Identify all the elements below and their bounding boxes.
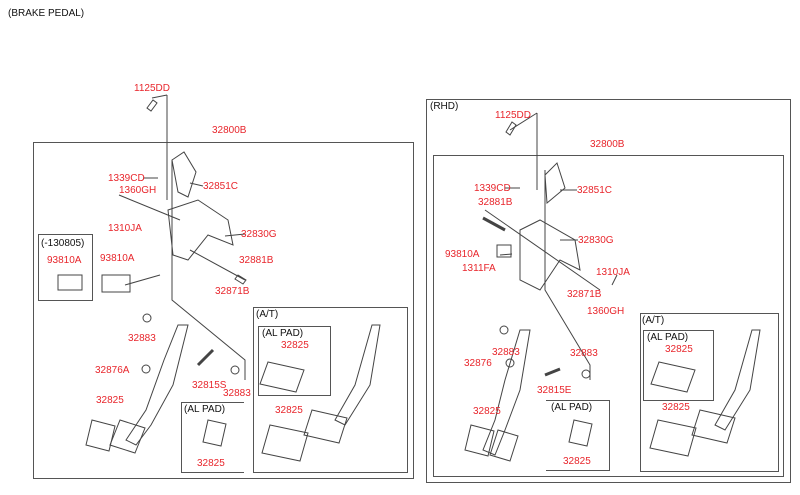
rhd-label-32830g: 32830G bbox=[578, 235, 614, 246]
right-assembly-box bbox=[433, 155, 784, 477]
pedal-arm-left bbox=[125, 324, 189, 446]
label-1360gh: 1360GH bbox=[119, 185, 157, 196]
pedal-pad-left bbox=[85, 419, 116, 452]
at-label: (A/T) bbox=[256, 309, 279, 320]
label-32825-al: 32825 bbox=[197, 458, 225, 469]
spring-left bbox=[196, 348, 215, 367]
at-al-pad-right bbox=[650, 361, 696, 393]
bushing-left-2 bbox=[230, 365, 240, 375]
rhd-label-1360gh: 1360GH bbox=[587, 306, 625, 317]
label-32883-a: 32883 bbox=[128, 333, 156, 344]
diagram-title: (BRAKE PEDAL) bbox=[8, 8, 85, 19]
at-pad-right bbox=[649, 419, 697, 457]
bolt-1125dd-left bbox=[146, 99, 158, 112]
spring-right bbox=[544, 367, 561, 377]
rhd-label-32876: 32876 bbox=[464, 358, 492, 369]
pedal-foot-left bbox=[109, 419, 146, 454]
variant-label: (-130805) bbox=[41, 238, 85, 249]
rhd-label-93810a: 93810A bbox=[445, 249, 480, 260]
at-al-pad-label: (AL PAD) bbox=[262, 328, 304, 339]
bushing-right-2 bbox=[581, 369, 591, 379]
rhd-label-32825-al: 32825 bbox=[563, 456, 591, 467]
left-at-box bbox=[253, 307, 408, 473]
left-variant-box bbox=[38, 234, 93, 301]
pedal-pad-right bbox=[464, 424, 495, 457]
label-32883-b: 32883 bbox=[223, 388, 251, 399]
pedal-foot-right bbox=[489, 429, 519, 462]
rhd-label-1339cd: 1339CD bbox=[474, 183, 511, 194]
left-al-pad-box bbox=[181, 402, 244, 473]
leader-lines-right bbox=[484, 112, 618, 380]
at-al-pad-left bbox=[259, 361, 305, 393]
label-32825: 32825 bbox=[96, 395, 124, 406]
rhd-al-pad-label: (AL PAD) bbox=[551, 402, 593, 413]
right-al-pad-box bbox=[546, 400, 610, 471]
label-32871b: 32871B bbox=[215, 286, 250, 297]
rhd-label-32883-a: 32883 bbox=[492, 347, 520, 358]
stopper-right bbox=[505, 358, 515, 368]
pin-right bbox=[482, 216, 506, 232]
bushing-right-1 bbox=[499, 325, 509, 335]
stopper-left bbox=[141, 364, 151, 374]
label-32825-at: 32825 bbox=[275, 405, 303, 416]
right-at-al-pad-box bbox=[643, 330, 714, 401]
at-pedal-left bbox=[303, 324, 381, 444]
rhd-label-32825: 32825 bbox=[473, 406, 501, 417]
left-assembly-box bbox=[33, 142, 414, 479]
rhd-label-32800b: 32800B bbox=[590, 139, 625, 150]
rhd-at-label: (A/T) bbox=[642, 315, 665, 326]
label-32851c: 32851C bbox=[203, 181, 239, 192]
label-1125dd: 1125DD bbox=[134, 83, 170, 94]
label-93810a-variant: 93810A bbox=[47, 255, 82, 266]
stop-switch-right bbox=[496, 244, 512, 258]
label-93810a: 93810A bbox=[100, 253, 135, 264]
al-pad-left bbox=[202, 419, 227, 447]
al-pad-label: (AL PAD) bbox=[184, 404, 226, 415]
label-32800b: 32800B bbox=[212, 125, 247, 136]
label-32830g: 32830G bbox=[241, 229, 277, 240]
switch-variant-left bbox=[57, 274, 83, 291]
bushing-left-1 bbox=[142, 313, 152, 323]
rhd-label-1125dd: 1125DD bbox=[495, 110, 531, 121]
bolt-1125dd-right bbox=[505, 121, 517, 136]
label-1310ja: 1310JA bbox=[108, 223, 142, 234]
rhd-label-32883-b: 32883 bbox=[570, 348, 598, 359]
rhd-label: (RHD) bbox=[430, 101, 459, 112]
pin-left bbox=[189, 249, 247, 285]
stop-switch-left bbox=[101, 274, 131, 293]
rhd-label-32825-at: 32825 bbox=[662, 402, 690, 413]
bracket-cover-left bbox=[171, 151, 197, 198]
rhd-at-al-pad-label: (AL PAD) bbox=[647, 332, 689, 343]
label-32881b: 32881B bbox=[239, 255, 274, 266]
rhd-label-32881b: 32881B bbox=[478, 197, 513, 208]
al-pad-right bbox=[568, 419, 593, 447]
bracket-left bbox=[167, 199, 234, 261]
label-32815s: 32815S bbox=[192, 380, 227, 391]
leader-lines-left bbox=[118, 94, 246, 380]
rhd-label-32871b: 32871B bbox=[567, 289, 602, 300]
rhd-label-32851c: 32851C bbox=[577, 185, 613, 196]
at-pedal-right bbox=[691, 329, 761, 444]
right-at-box bbox=[640, 313, 779, 472]
at-pad-left bbox=[261, 424, 309, 462]
rhd-label-1311fa: 1311FA bbox=[462, 263, 496, 274]
bracket-cover-right bbox=[544, 162, 566, 205]
rhd-box bbox=[426, 99, 791, 483]
label-32825-at-al: 32825 bbox=[281, 340, 309, 351]
rhd-label-32825-at-al: 32825 bbox=[665, 344, 693, 355]
label-32876a: 32876A bbox=[95, 365, 130, 376]
label-1339cd: 1339CD bbox=[108, 173, 145, 184]
pedal-arm-right bbox=[482, 329, 531, 456]
rhd-label-32815e: 32815E bbox=[537, 385, 572, 396]
rhd-label-1310ja: 1310JA bbox=[596, 267, 630, 278]
left-at-al-pad-box bbox=[258, 326, 331, 396]
bracket-right bbox=[519, 219, 581, 291]
